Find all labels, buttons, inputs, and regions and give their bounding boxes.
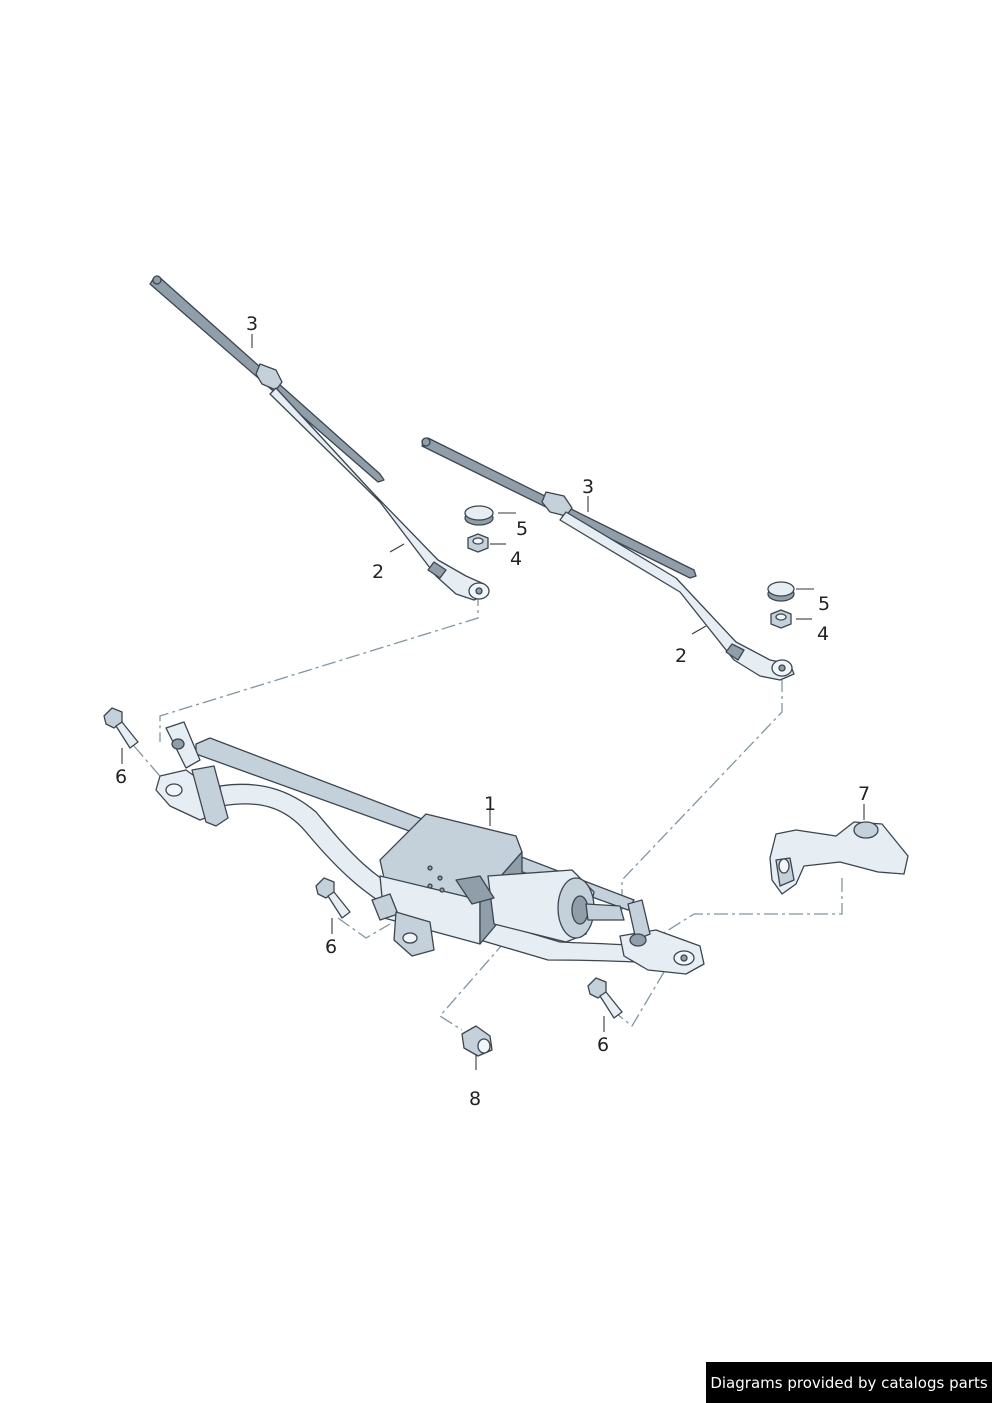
callout-4-right: 4 bbox=[817, 623, 829, 645]
right-cap bbox=[767, 581, 795, 602]
right-bolt bbox=[587, 977, 623, 1019]
left-wiper-arm bbox=[269, 387, 490, 601]
leader-lines bbox=[121, 334, 865, 1070]
callout-numbers: 1 2 2 3 3 4 4 5 5 6 6 6 7 8 bbox=[115, 313, 870, 1110]
callout-1: 1 bbox=[484, 793, 496, 815]
callout-4-left: 4 bbox=[510, 548, 522, 570]
callout-6-right: 6 bbox=[597, 1034, 609, 1056]
callout-3-right: 3 bbox=[582, 476, 594, 498]
callout-6-left: 6 bbox=[115, 766, 127, 788]
callout-2-right: 2 bbox=[675, 645, 687, 667]
left-nut bbox=[467, 533, 489, 553]
callout-2-left: 2 bbox=[372, 561, 384, 583]
callout-5-left: 5 bbox=[516, 518, 528, 540]
left-bolt bbox=[103, 707, 139, 749]
callout-5-right: 5 bbox=[818, 593, 830, 615]
grommet bbox=[461, 1025, 493, 1057]
callout-3-left: 3 bbox=[246, 313, 258, 335]
credit-banner: Diagrams provided by catalogs parts bbox=[706, 1362, 992, 1403]
callout-8: 8 bbox=[469, 1088, 481, 1110]
right-nut bbox=[770, 609, 792, 629]
mid-bolt bbox=[315, 877, 351, 919]
right-wiper-blade bbox=[421, 437, 697, 579]
left-cap bbox=[464, 505, 494, 526]
right-wiper-arm bbox=[559, 511, 795, 681]
callout-7: 7 bbox=[858, 783, 870, 805]
left-wiper-blade bbox=[149, 275, 385, 483]
wiper-motor bbox=[371, 813, 625, 957]
callout-6-mid: 6 bbox=[325, 936, 337, 958]
cover-bracket bbox=[769, 821, 909, 895]
